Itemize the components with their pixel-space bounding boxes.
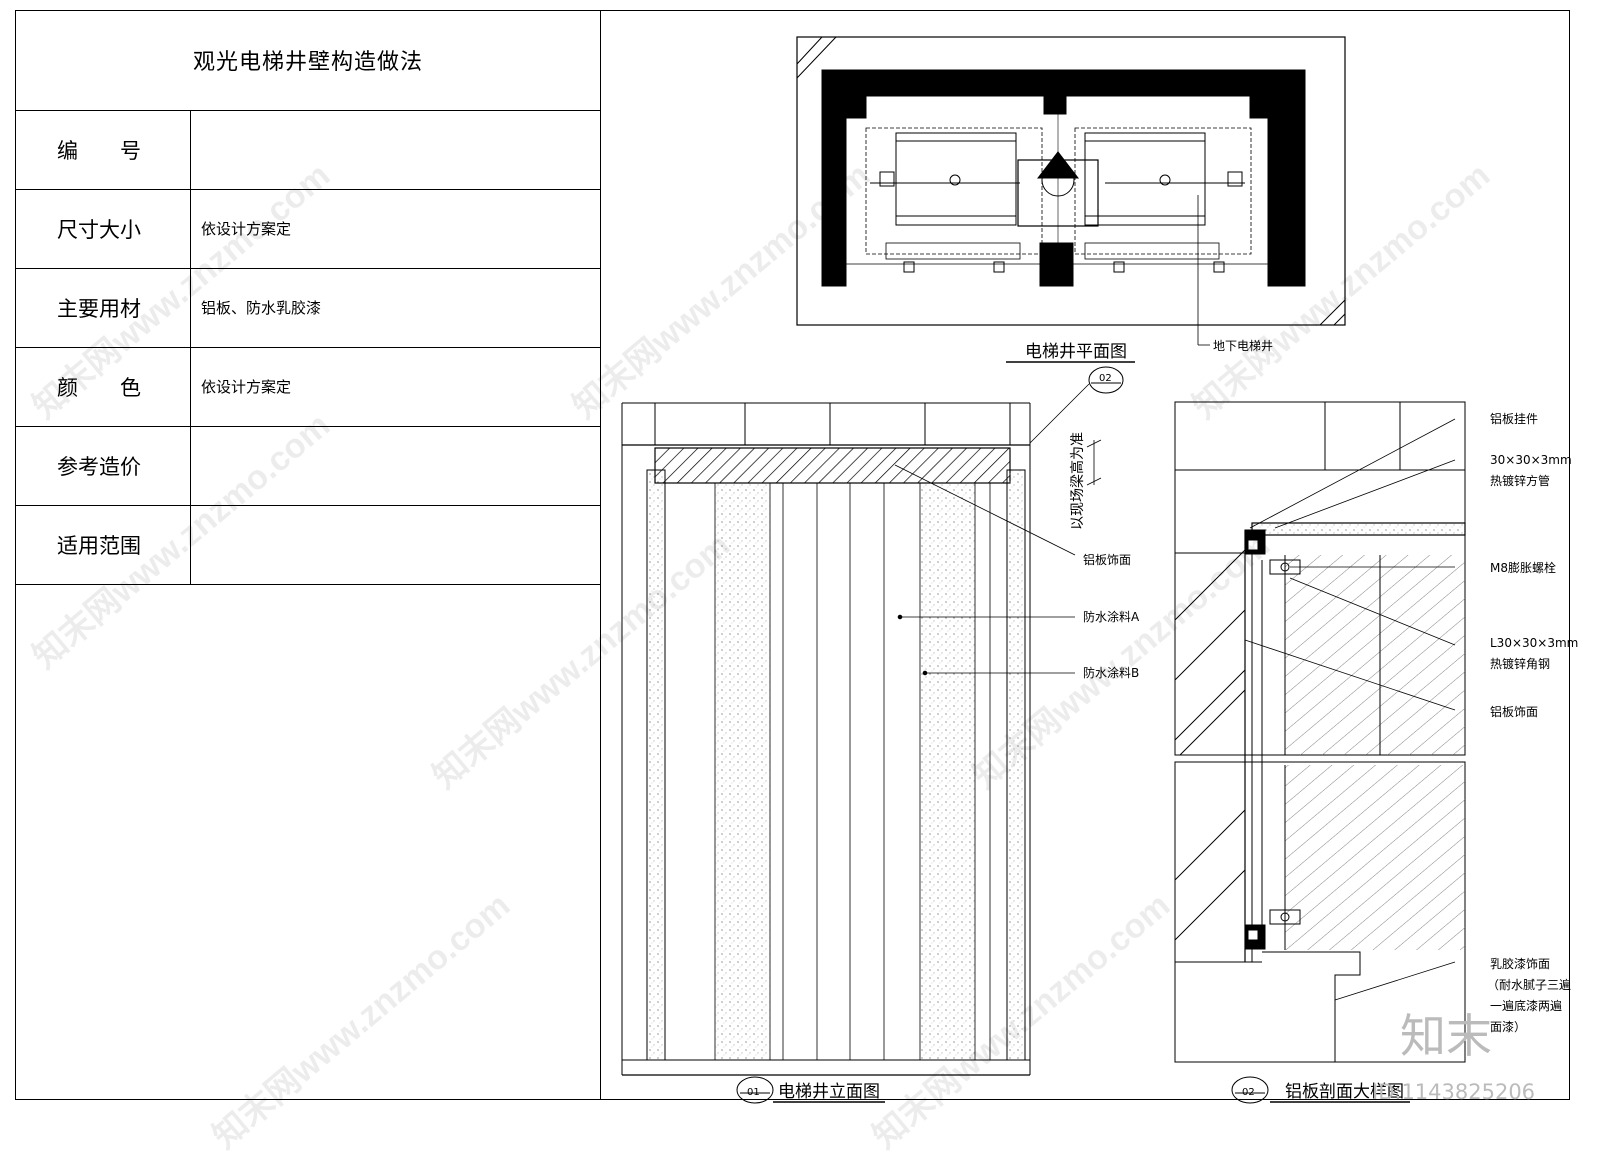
section-label-hanger: 铝板挂件 — [1490, 411, 1538, 426]
section-number: 02 — [1242, 1087, 1255, 1098]
row-label: 尺寸大小 — [15, 189, 191, 268]
info-row-size: 尺寸大小 依设计方案定 — [15, 189, 601, 269]
section-label-bolt: M8膨胀螺栓 — [1490, 560, 1556, 575]
section-view — [1174, 401, 1466, 1104]
row-label: 适用范围 — [15, 505, 191, 584]
info-row-color: 颜 色 依设计方案定 — [15, 347, 601, 427]
elevation-label-panel: 铝板饰面 — [1083, 552, 1131, 567]
section-label-angle: 热镀锌角钢 — [1490, 657, 1550, 671]
section-label-putty: （耐水腻子三遍 — [1487, 978, 1571, 992]
row-label: 参考造价 — [15, 426, 191, 505]
title-block: 观光电梯井壁构造做法 编 号 尺寸大小 依设计方案定 主要用材 铝板、防水乳胶漆… — [15, 10, 601, 1100]
plan-view — [796, 36, 1346, 363]
elevation-label-coat-a: 防水涂料A — [1083, 609, 1140, 624]
watermark-brand: 知末 — [1400, 1009, 1492, 1063]
section-label-primer: 一遍底漆两遍 — [1490, 998, 1562, 1013]
section-title: 铝板剖面大样图 — [1285, 1082, 1404, 1102]
elevation-title: 电梯井立面图 — [778, 1082, 880, 1102]
info-row-cost: 参考造价 — [15, 426, 601, 506]
section-label-finish: 面漆） — [1490, 1020, 1526, 1034]
info-row-scope: 适用范围 — [15, 505, 601, 585]
section-label-tube-size: 30×30×3mm — [1490, 453, 1572, 467]
plan-title: 电梯井平面图 — [1025, 342, 1127, 362]
section-label-angle-size: L30×30×3mm — [1490, 636, 1578, 650]
row-value: 铝板、防水乳胶漆 — [201, 299, 322, 317]
elevation-number: 01 — [747, 1087, 760, 1098]
elevation-note-beam: 以现场梁高为准 — [1069, 432, 1086, 530]
elevation-callout-number: 02 — [1099, 373, 1112, 384]
info-row-number: 编 号 — [15, 110, 601, 190]
row-label: 编 号 — [15, 110, 191, 189]
info-row-materials: 主要用材 铝板、防水乳胶漆 — [15, 268, 601, 348]
section-label-latex: 乳胶漆饰面 — [1490, 956, 1550, 971]
watermark-id: ID:1143825206 — [1372, 1080, 1536, 1104]
drawing-frame — [15, 10, 1570, 1100]
section-label-panel: 铝板饰面 — [1490, 704, 1538, 719]
elevation-label-coat-b: 防水涂料B — [1083, 665, 1139, 680]
drawing-canvas: 电梯井平面图 地下电梯井 — [621, 36, 1578, 1104]
section-label-tube: 热镀锌方管 — [1490, 473, 1550, 488]
sheet-title: 观光电梯井壁构造做法 — [15, 10, 601, 111]
row-value: 依设计方案定 — [201, 220, 292, 238]
plan-label-basement: 地下电梯井 — [1213, 339, 1273, 353]
elevation-view — [621, 366, 1124, 1104]
row-label: 主要用材 — [15, 268, 191, 347]
row-value: 依设计方案定 — [201, 378, 292, 396]
row-label: 颜 色 — [15, 347, 191, 426]
